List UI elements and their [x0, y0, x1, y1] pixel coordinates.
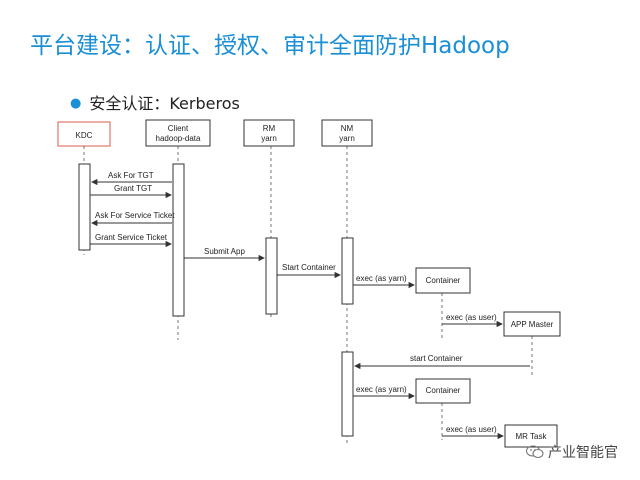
participant-sublabel-nm: yarn	[339, 134, 355, 143]
container-label-2: Container	[426, 386, 461, 395]
container-box-2	[415, 378, 471, 404]
activation-kdc	[78, 163, 91, 251]
activation-client	[172, 163, 185, 317]
activation-nm-1	[341, 237, 354, 305]
bullet-item: ● 安全认证：Kerberos	[70, 90, 240, 114]
activation-nm-2	[341, 351, 354, 437]
message-label-start-container: Start Container	[282, 263, 336, 272]
participant-box-nm	[321, 119, 373, 147]
message-label-exec-yarn-2: exec (as yarn)	[356, 385, 407, 394]
message-label-exec-user-2: exec (as user)	[446, 425, 497, 434]
message-label-grant-service-ticket: Grant Service Ticket	[95, 233, 168, 242]
participant-sublabel-rm: yarn	[261, 134, 277, 143]
activation-rm	[265, 237, 278, 315]
bullet-dot-icon: ●	[70, 96, 82, 111]
message-label-exec-user-1: exec (as user)	[446, 313, 497, 322]
wechat-icon	[526, 445, 544, 459]
message-label-ask-service-ticket: Ask For Service Ticket	[95, 211, 175, 220]
message-label-start-container-2: start Container	[410, 354, 463, 363]
watermark: 产业智能官	[526, 442, 618, 462]
participant-label-client: Client	[168, 124, 189, 133]
mr-task-box	[504, 424, 558, 448]
message-label-exec-yarn-1: exec (as yarn)	[356, 274, 407, 283]
container-box-1	[415, 267, 471, 294]
participant-label-nm: NM	[341, 124, 354, 133]
watermark-text: 产业智能官	[548, 445, 618, 461]
participant-label-kdc: KDC	[76, 131, 93, 140]
app-master-box	[503, 311, 561, 337]
bullet-text: 安全认证：Kerberos	[89, 94, 240, 113]
participant-box-rm	[243, 119, 295, 147]
participant-box-kdc	[57, 121, 111, 147]
participant-label-rm: RM	[263, 124, 276, 133]
slide-title: 平台建设：认证、授权、审计全面防护Hadoop	[30, 33, 510, 59]
mr-task-label: MR Task	[516, 432, 548, 441]
participant-sublabel-client: hadoop-data	[156, 134, 201, 143]
message-label-ask-tgt: Ask For TGT	[108, 171, 154, 180]
container-label-1: Container	[426, 276, 461, 285]
app-master-label: APP Master	[511, 320, 554, 329]
message-label-grant-tgt: Grant TGT	[114, 184, 152, 193]
message-label-submit-app: Submit App	[204, 247, 245, 256]
